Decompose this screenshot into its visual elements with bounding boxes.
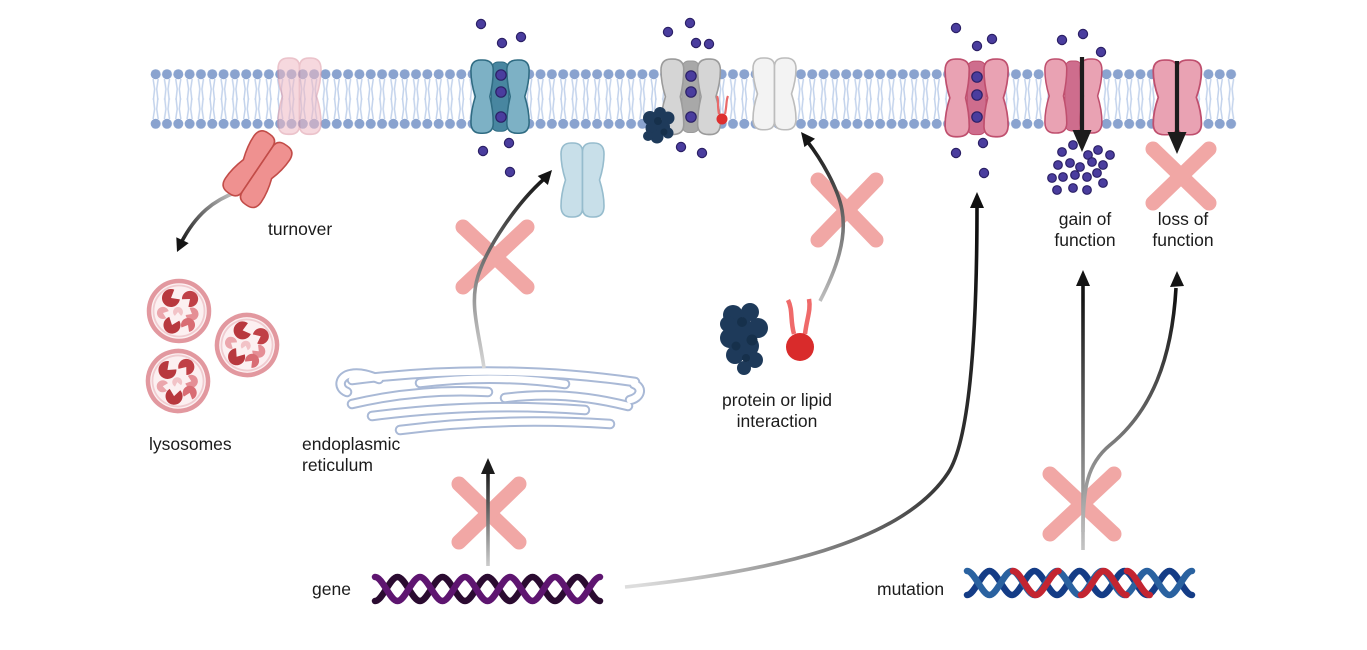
loss-flux-arrow (1167, 61, 1187, 154)
er-label-line2: reticulum (302, 455, 373, 475)
gene-to-channel-arrow (624, 192, 984, 589)
er-label-line1: endoplasmic (302, 434, 401, 454)
interaction-to-channel-arrow (801, 132, 846, 302)
gain-of-function-label: gain of function (1054, 209, 1115, 251)
mutation-label: mutation (877, 579, 945, 599)
loss-label-line2: function (1152, 230, 1214, 250)
mutation-dna-icon (967, 567, 1192, 599)
interaction-label: protein or lipid interaction (722, 390, 832, 432)
channel-immature-icon (561, 143, 604, 217)
er-label: endoplasmic reticulum (302, 434, 400, 476)
turnover-arrow (176, 190, 238, 252)
gene-to-er-arrow (481, 458, 495, 566)
ion-dots-gain-scatter (1047, 140, 1115, 195)
er-to-channel-arrow (472, 170, 552, 369)
gain-label-line2: function (1054, 230, 1116, 250)
protein-blob-icon (720, 303, 768, 375)
lysosome-icon (210, 308, 283, 381)
protein-blob-small-icon (643, 107, 675, 144)
blocked-cross-icon (455, 219, 535, 295)
lysosome-icon (142, 345, 213, 416)
ion-dots-teal (475, 18, 527, 178)
ion-dots-gain-above (1056, 28, 1107, 58)
blocked-cross-icon (810, 172, 884, 248)
mutation-to-loss-arrow (1081, 271, 1184, 533)
channel-closed-white-icon (753, 57, 796, 130)
loss-of-function-label: loss of function (1152, 209, 1213, 251)
gain-flux-arrow (1072, 57, 1092, 152)
channel-gain-icon (1044, 59, 1102, 133)
ion-dots-pink (950, 22, 998, 179)
channel-ghost-icon (278, 58, 321, 135)
ion-dots-gray (662, 17, 715, 159)
interaction-label-line1: protein or lipid (722, 390, 832, 410)
endoplasmic-reticulum-icon (335, 366, 645, 436)
lysosome-icon (149, 281, 209, 341)
lipid-small-icon (715, 95, 730, 125)
gene-dna-icon (375, 577, 600, 601)
loss-label-line1: loss of (1157, 209, 1209, 229)
turnover-label: turnover (268, 219, 333, 239)
lysosomes-label: lysosomes (149, 434, 232, 454)
interaction-label-line2: interaction (736, 411, 818, 431)
channel-internalized-icon (219, 127, 296, 211)
gene-label: gene (312, 579, 351, 599)
lipid-icon (785, 298, 814, 361)
blocked-cross-icon (1145, 141, 1217, 211)
gain-label-line1: gain of (1058, 209, 1112, 229)
